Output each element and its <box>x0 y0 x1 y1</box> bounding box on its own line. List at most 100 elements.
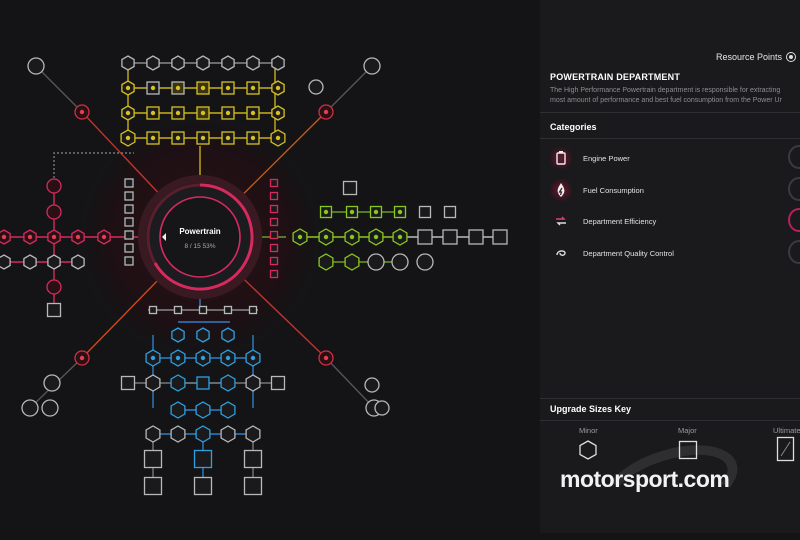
major-upgrade-node[interactable] <box>143 476 163 496</box>
major-upgrade-node[interactable] <box>196 376 210 390</box>
minor-upgrade-node[interactable] <box>221 327 235 343</box>
minor-upgrade-node[interactable] <box>23 254 37 270</box>
major-upgrade-node[interactable] <box>198 305 208 315</box>
minor-upgrade-node[interactable] <box>47 254 61 270</box>
category-node[interactable] <box>21 399 39 417</box>
minor-upgrade-node[interactable] <box>220 401 236 419</box>
minor-upgrade-node[interactable] <box>271 55 285 71</box>
major-upgrade-node[interactable] <box>269 256 279 266</box>
major-upgrade-node[interactable] <box>124 191 134 201</box>
category-node[interactable] <box>308 79 324 95</box>
minor-upgrade-node[interactable] <box>344 253 360 271</box>
node-glyph-icon <box>225 135 231 141</box>
minor-upgrade-node[interactable] <box>196 327 210 343</box>
major-upgrade-node[interactable] <box>148 305 158 315</box>
category-department-quality-control[interactable]: Department Quality Control <box>550 240 800 265</box>
category-node[interactable] <box>46 279 62 295</box>
engine-icon <box>550 147 572 169</box>
minor-upgrade-node[interactable] <box>146 55 160 71</box>
minor-upgrade-node[interactable] <box>221 55 235 71</box>
major-upgrade-node[interactable] <box>269 269 279 279</box>
node-glyph-icon <box>323 234 329 240</box>
minor-upgrade-node[interactable] <box>0 254 11 270</box>
minor-upgrade-node[interactable] <box>246 55 260 71</box>
major-upgrade-node[interactable] <box>443 205 457 219</box>
minor-upgrade-node[interactable] <box>121 55 135 71</box>
minor-upgrade-node[interactable] <box>145 374 161 392</box>
major-upgrade-node[interactable] <box>124 178 134 188</box>
minor-upgrade-node[interactable] <box>170 401 186 419</box>
node-glyph-icon <box>125 135 131 141</box>
major-upgrade-node[interactable] <box>124 230 134 240</box>
resource-points[interactable]: Resource Points <box>716 52 796 62</box>
major-upgrade-node[interactable] <box>223 305 233 315</box>
major-upgrade-node[interactable] <box>46 302 62 318</box>
node-glyph-icon <box>250 135 256 141</box>
square-icon <box>678 440 698 460</box>
category-node[interactable] <box>391 253 409 271</box>
major-upgrade-node[interactable] <box>124 243 134 253</box>
major-upgrade-node[interactable] <box>269 178 279 188</box>
core-pointer-icon <box>162 233 166 241</box>
major-upgrade-node[interactable] <box>269 230 279 240</box>
minor-upgrade-node[interactable] <box>195 401 211 419</box>
major-upgrade-node[interactable] <box>269 204 279 214</box>
category-node[interactable] <box>374 400 390 416</box>
minor-upgrade-node[interactable] <box>318 253 334 271</box>
minor-upgrade-node[interactable] <box>220 425 236 443</box>
minor-upgrade-node[interactable] <box>196 55 210 71</box>
major-upgrade-node[interactable] <box>193 476 213 496</box>
minor-upgrade-node[interactable] <box>245 425 261 443</box>
minor-upgrade-node[interactable] <box>220 374 236 392</box>
major-upgrade-node[interactable] <box>173 305 183 315</box>
major-upgrade-node[interactable] <box>248 305 258 315</box>
minor-upgrade-node[interactable] <box>171 327 185 343</box>
major-upgrade-node[interactable] <box>492 229 508 245</box>
major-upgrade-node[interactable] <box>468 229 484 245</box>
minor-upgrade-node[interactable] <box>145 425 161 443</box>
major-upgrade-node[interactable] <box>193 449 213 469</box>
fuel-drop-icon <box>550 179 572 201</box>
category-node[interactable] <box>416 253 434 271</box>
category-fuel-consumption[interactable]: Fuel Consumption <box>550 177 800 202</box>
major-upgrade-node[interactable] <box>124 256 134 266</box>
major-upgrade-node[interactable] <box>120 375 136 391</box>
node-glyph-icon <box>27 234 33 240</box>
minor-upgrade-node[interactable] <box>71 254 85 270</box>
category-node[interactable] <box>43 374 61 392</box>
category-node[interactable] <box>364 377 380 393</box>
major-upgrade-node[interactable] <box>269 217 279 227</box>
major-upgrade-node[interactable] <box>243 449 263 469</box>
category-node[interactable] <box>41 399 59 417</box>
minor-upgrade-node[interactable] <box>171 55 185 71</box>
major-upgrade-node[interactable] <box>442 229 458 245</box>
category-node[interactable] <box>46 178 62 194</box>
major-upgrade-node[interactable] <box>124 217 134 227</box>
category-engine-power[interactable]: Engine Power <box>550 145 800 170</box>
upgrade-sizes-title: Upgrade Sizes Key <box>550 404 632 414</box>
major-upgrade-node[interactable] <box>243 476 263 496</box>
node-glyph-icon <box>125 85 131 91</box>
category-node[interactable] <box>367 253 385 271</box>
major-upgrade-node[interactable] <box>417 229 433 245</box>
category-node[interactable] <box>46 204 62 220</box>
major-upgrade-node[interactable] <box>124 204 134 214</box>
major-upgrade-node[interactable] <box>342 180 358 196</box>
category-department-efficiency[interactable]: Department Efficiency <box>550 208 800 233</box>
major-upgrade-node[interactable] <box>269 191 279 201</box>
node-glyph-icon <box>275 85 281 91</box>
major-upgrade-node[interactable] <box>418 205 432 219</box>
major-upgrade-node[interactable] <box>269 243 279 253</box>
node-glyph-icon <box>79 355 85 361</box>
minor-upgrade-node[interactable] <box>245 374 261 392</box>
major-upgrade-node[interactable] <box>143 449 163 469</box>
minor-upgrade-node[interactable] <box>170 374 186 392</box>
category-progress-ring <box>788 208 800 232</box>
category-node[interactable] <box>363 57 381 75</box>
category-node[interactable] <box>27 57 45 75</box>
node-glyph-icon <box>349 209 355 215</box>
minor-upgrade-node[interactable] <box>195 425 211 443</box>
major-upgrade-node[interactable] <box>270 375 286 391</box>
powertrain-core[interactable]: Powertrain 8 / 15 53% <box>138 175 262 299</box>
minor-upgrade-node[interactable] <box>170 425 186 443</box>
